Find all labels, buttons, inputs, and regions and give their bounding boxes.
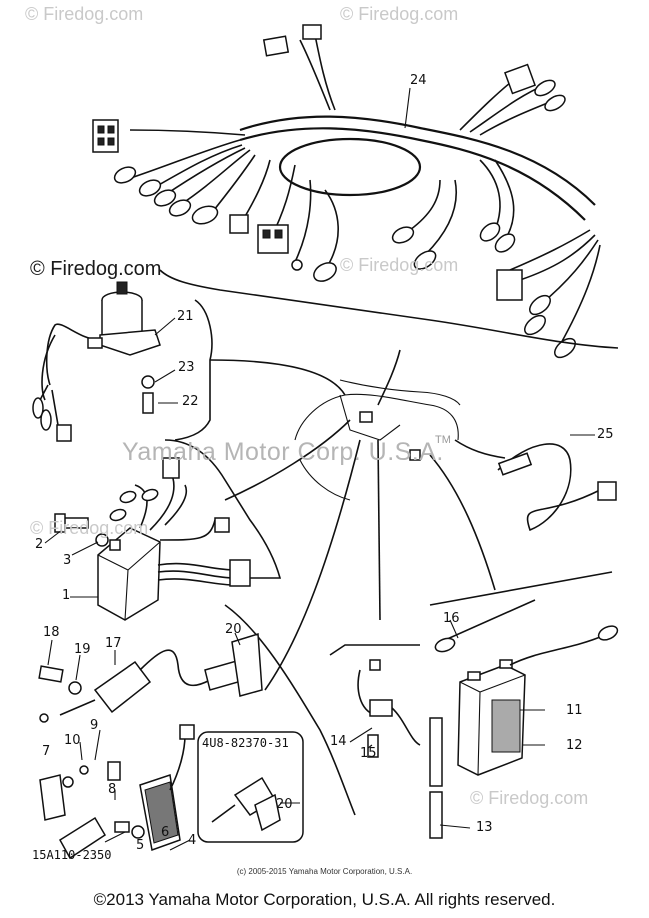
group-bracket-battery [429, 571, 613, 606]
callout-19: 19 [74, 642, 91, 657]
group-bracket-cdi [164, 439, 282, 579]
callout-8: 8 [108, 782, 117, 797]
inner-copyright: (c) 2005-2015 Yamaha Motor Corporation, … [236, 867, 413, 876]
callout-11: 11 [566, 703, 583, 718]
callout-6: 6 [161, 825, 170, 840]
group-bracket-harness [159, 269, 619, 349]
lead-14 [349, 659, 421, 758]
watermark-left-lower: © Firedog.com [30, 518, 149, 538]
part-number-label: 4U8-82370-31 [202, 736, 289, 750]
watermark-top-right: © Firedog.com [340, 4, 459, 24]
callout-22: 22 [182, 394, 199, 409]
rectifier-4 [39, 724, 195, 860]
callout-16: 16 [443, 611, 460, 626]
battery-11 [429, 599, 619, 839]
callout-25: 25 [597, 427, 614, 442]
watermark-top-left: © Firedog.com [25, 4, 144, 24]
watermark-center: Yamaha Motor Corp. U.S.A. [122, 438, 444, 466]
watermark-right-lower: © Firedog.com [470, 788, 589, 808]
callout-10: 10 [64, 733, 81, 748]
callout-15: 15 [360, 746, 377, 761]
callout-4: 4 [188, 833, 197, 848]
callout-12: 12 [566, 738, 583, 753]
plug-cap-20-alt [211, 776, 300, 832]
callout-5: 5 [136, 838, 145, 853]
group-bracket-coil [224, 604, 356, 816]
frame-outline [209, 349, 506, 691]
watermark-tm: TM [435, 434, 451, 446]
callout-24: 24 [410, 73, 427, 88]
diagram-code: 15A110-2350 [32, 848, 112, 862]
callout-9: 9 [90, 718, 99, 733]
cdi-unit-1 [44, 457, 251, 621]
lead-25 [497, 434, 617, 532]
wire-harness-24 [92, 24, 601, 359]
callout-20-top: 20 [225, 622, 242, 637]
callout-18: 18 [43, 625, 60, 640]
watermark-right-mid: © Firedog.com [340, 255, 459, 275]
callout-23: 23 [178, 360, 195, 375]
callout-13: 13 [476, 820, 493, 835]
callout-2: 2 [35, 537, 44, 552]
footer-copyright: ©2013 Yamaha Motor Corporation, U.S.A. A… [93, 890, 556, 909]
ignition-coil-17 [38, 632, 263, 723]
callout-7: 7 [42, 744, 51, 759]
main-switch-21 [32, 281, 178, 442]
callout-21: 21 [177, 309, 194, 324]
group-bracket-lead [329, 644, 420, 656]
callout-17: 17 [105, 636, 122, 651]
callout-20-box: 20 [276, 797, 293, 812]
callout-1: 1 [62, 588, 71, 603]
watermark-left-mid: © Firedog.com [30, 258, 162, 280]
callout-14: 14 [330, 734, 347, 749]
callout-3: 3 [63, 553, 72, 568]
